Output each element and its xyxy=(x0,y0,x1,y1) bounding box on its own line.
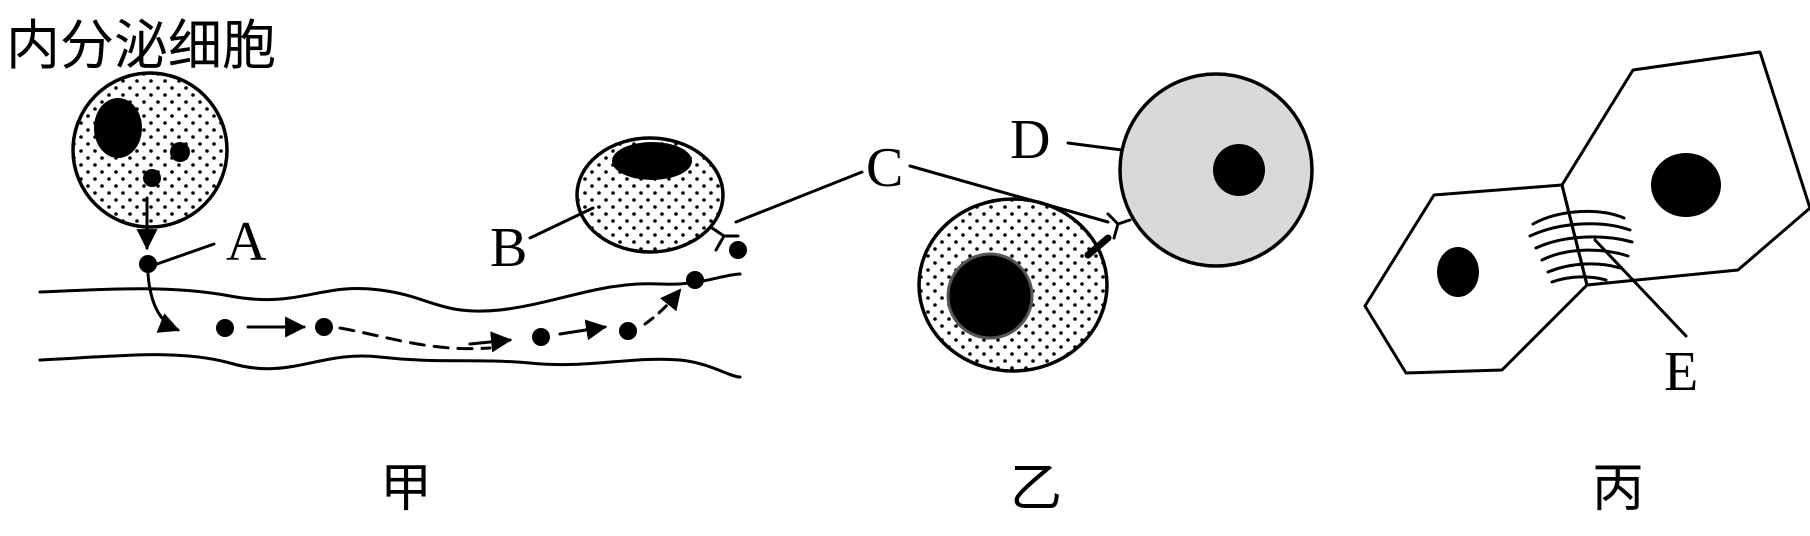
hormone-molecule xyxy=(216,319,234,337)
adjacent-cell-left xyxy=(1363,183,1589,375)
label-d: D xyxy=(1010,109,1050,171)
hormone-molecule xyxy=(729,241,747,259)
target-cell-d xyxy=(1118,72,1314,268)
panel-bing: E xyxy=(1363,50,1810,403)
panel-label-yi: 乙 xyxy=(1010,459,1062,519)
blood-vessel-wall-bottom xyxy=(38,353,742,379)
hormone-molecule xyxy=(619,322,637,340)
hormone-molecule xyxy=(686,271,704,289)
panel-label-jia: 甲 xyxy=(380,459,432,519)
hormone-molecule-a xyxy=(139,255,157,273)
blood-vessel-wall-top xyxy=(38,272,742,313)
diagram-title: 内分泌细胞 xyxy=(6,14,276,77)
label-c: C xyxy=(866,137,903,199)
panel-label-bing: 丙 xyxy=(1592,459,1644,519)
label-b: B xyxy=(490,217,527,279)
receptor-b xyxy=(710,226,740,252)
target-cell-b xyxy=(575,136,725,254)
hormone-molecule xyxy=(532,328,550,346)
panel-yi: D xyxy=(917,72,1314,373)
signaling-cell xyxy=(917,197,1109,373)
label-e: E xyxy=(1664,341,1698,403)
panel-jia: A B xyxy=(38,71,747,379)
endocrine-cell xyxy=(71,71,229,229)
hormone-molecule xyxy=(315,318,333,336)
label-a: A xyxy=(226,211,267,273)
cell-contact-link xyxy=(1084,234,1112,259)
plasmodesmata xyxy=(1528,209,1634,284)
receptor-d xyxy=(1106,212,1132,240)
